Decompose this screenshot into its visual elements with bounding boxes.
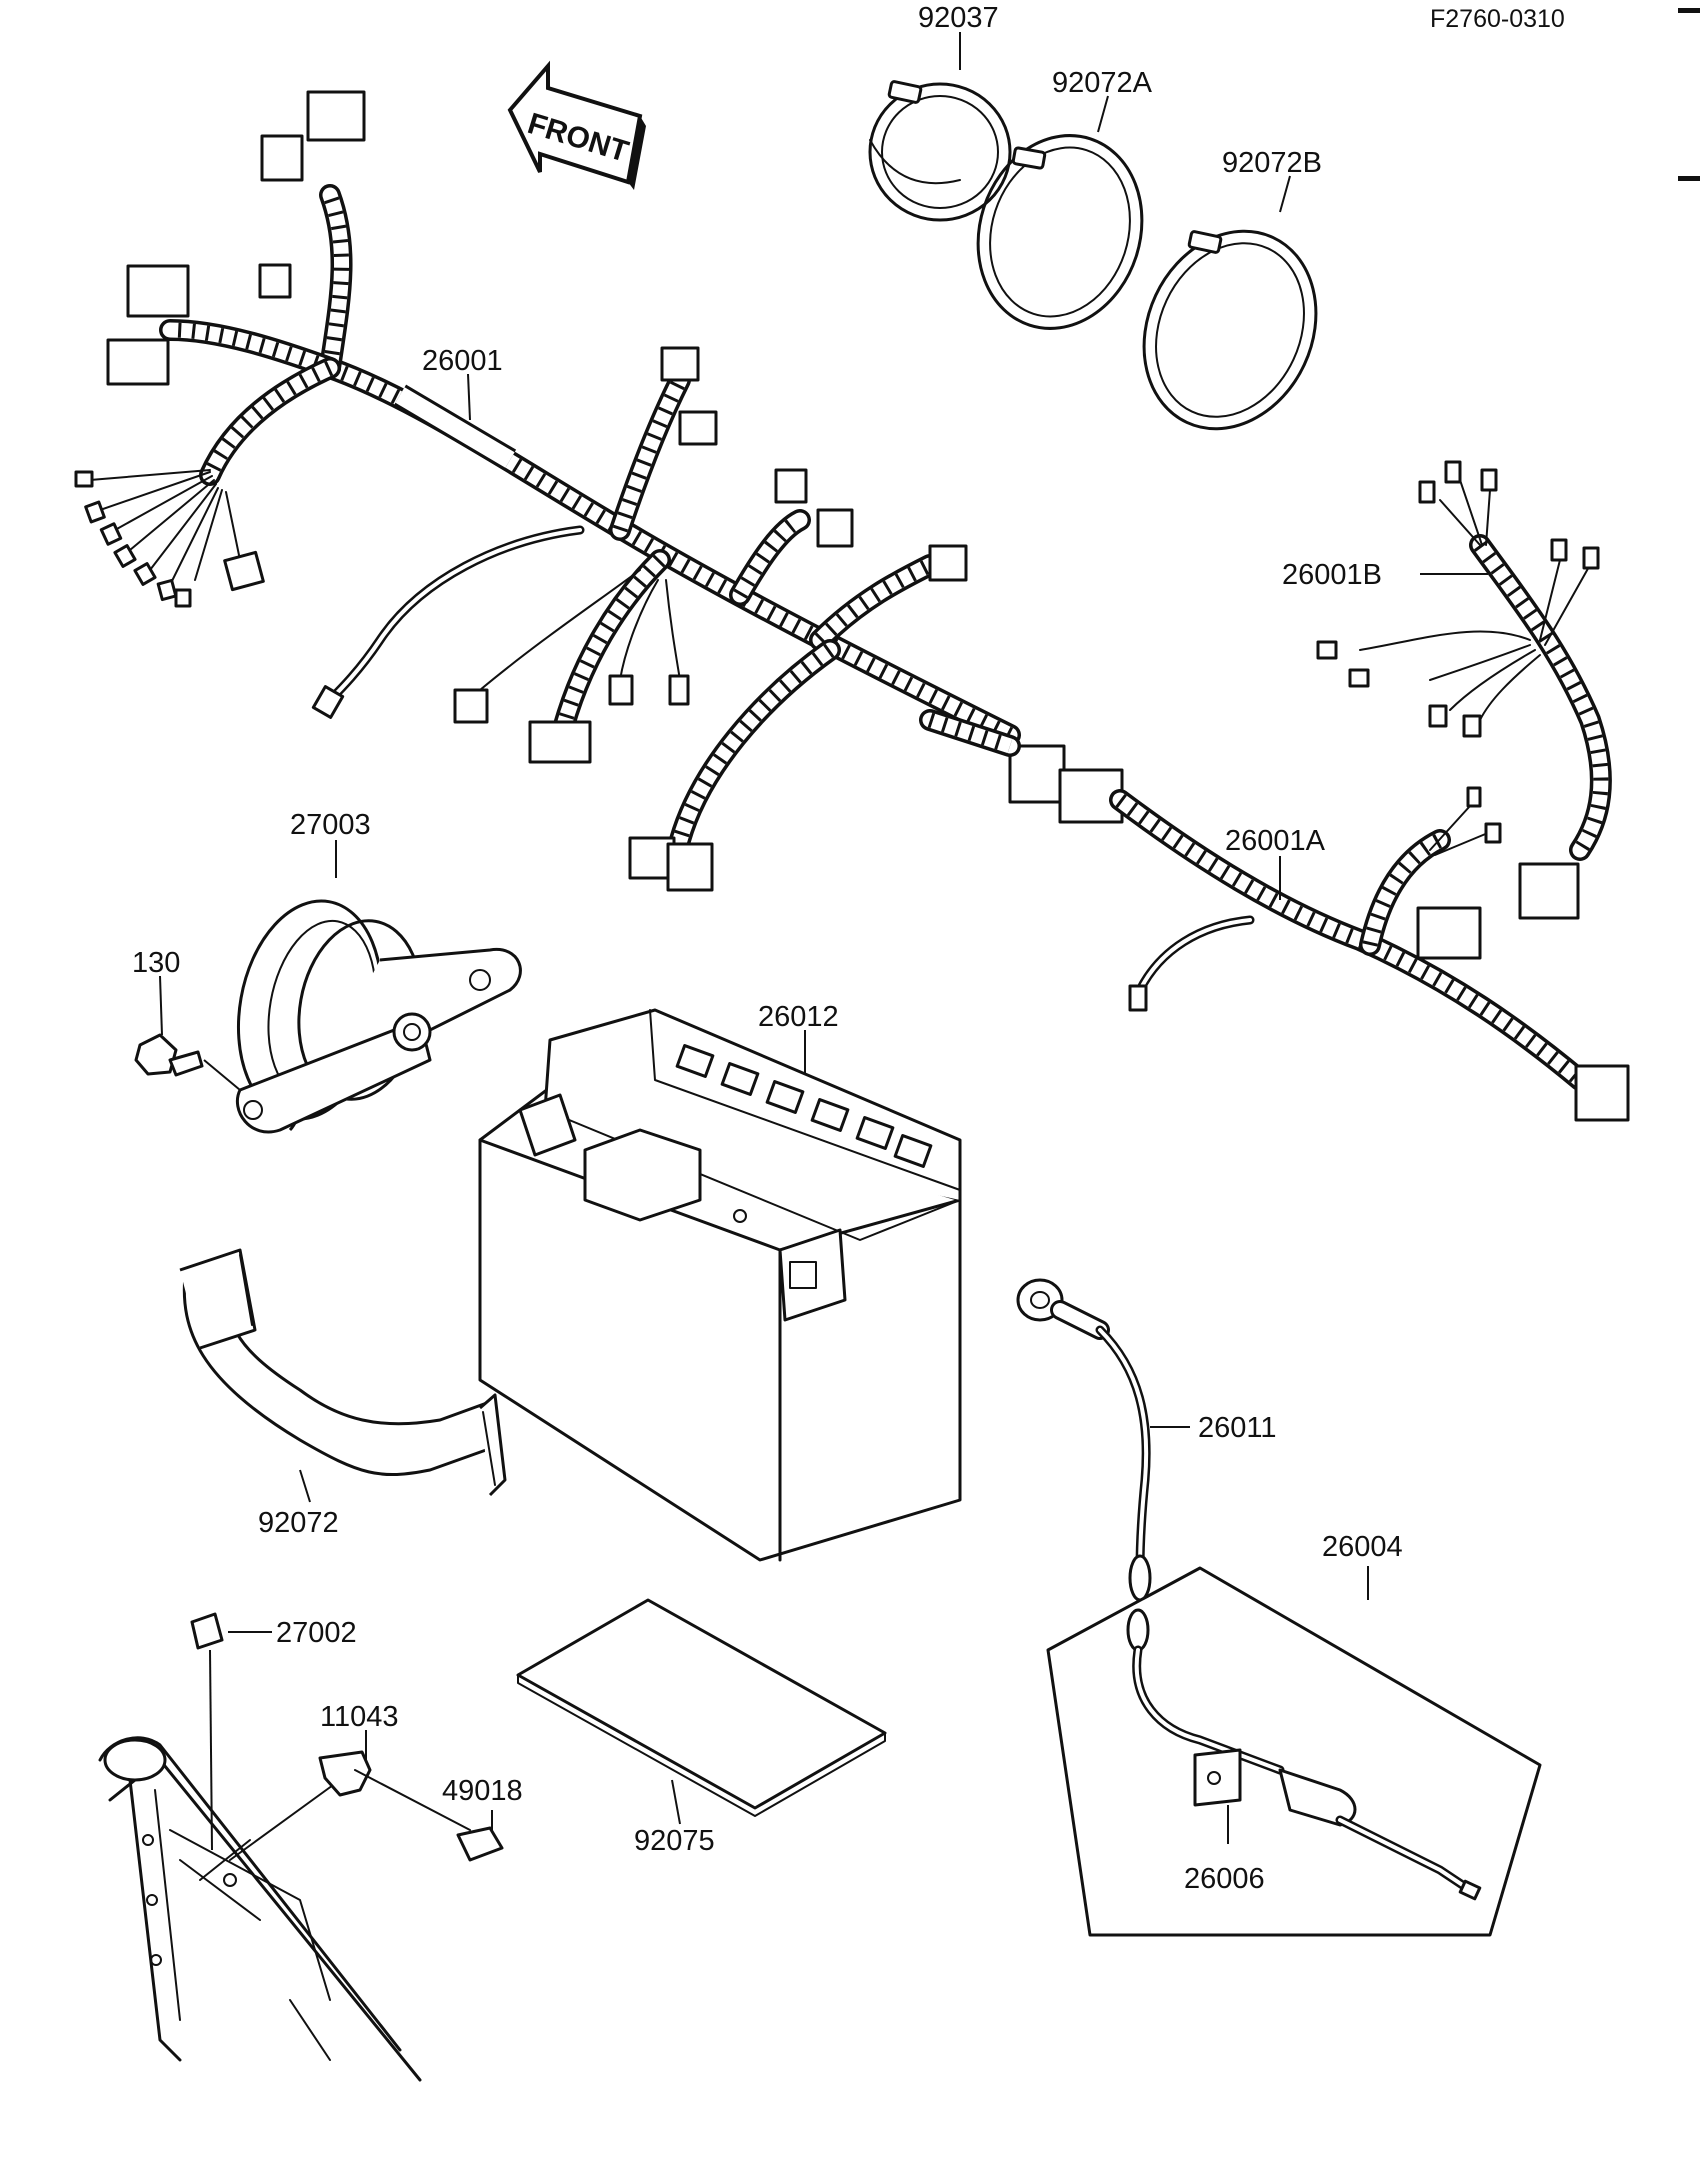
strap-92037 [868,80,1012,222]
label-92072B: 92072B [1222,147,1322,179]
label-130: 130 [132,947,180,979]
cap-49018 [456,1826,504,1862]
edge-mark-mid [1678,176,1700,181]
front-arrow-icon: FRONT [507,60,646,190]
battery-band-92072 [179,1248,507,1497]
label-27003: 27003 [290,809,371,841]
ground-cable-26011 [1016,1278,1152,1602]
harness-26001B [1316,460,1612,920]
harness-26001A [1109,786,1630,1122]
diagram-code: F2760-0310 [1430,5,1565,33]
pad-92075 [516,1598,887,1817]
label-26001: 26001 [422,345,503,377]
bolt-130 [134,1033,241,1091]
horn-27003 [235,899,522,1134]
edge-mark-top [1678,8,1700,13]
relay-27002 [190,1612,224,1851]
label-92072A: 92072A [1052,67,1153,99]
label-26004: 26004 [1322,1531,1403,1563]
label-26001B: 26001B [1282,559,1382,591]
frame-section [98,1736,422,2082]
label-26006: 26006 [1184,1863,1265,1895]
label-26012: 26012 [758,1001,839,1033]
clamp-11043 [318,1750,471,1831]
battery-26012 [478,1008,962,1562]
label-26011: 26011 [1198,1412,1277,1444]
leader-lines [159,32,1488,1844]
label-27002: 27002 [276,1617,357,1649]
label-92075: 92075 [634,1825,715,1857]
terminal-icon [74,470,265,608]
label-11043: 11043 [320,1701,399,1733]
strap-92072B [1142,229,1318,431]
sub-harness-26004 [1046,1566,1542,1937]
label-92037: 92037 [918,2,999,34]
label-49018: 49018 [442,1775,523,1807]
strap-92072A [976,134,1144,330]
label-26001A: 26001A [1225,825,1326,857]
main-harness-26001 [74,90,1124,892]
label-92072: 92072 [258,1507,339,1539]
